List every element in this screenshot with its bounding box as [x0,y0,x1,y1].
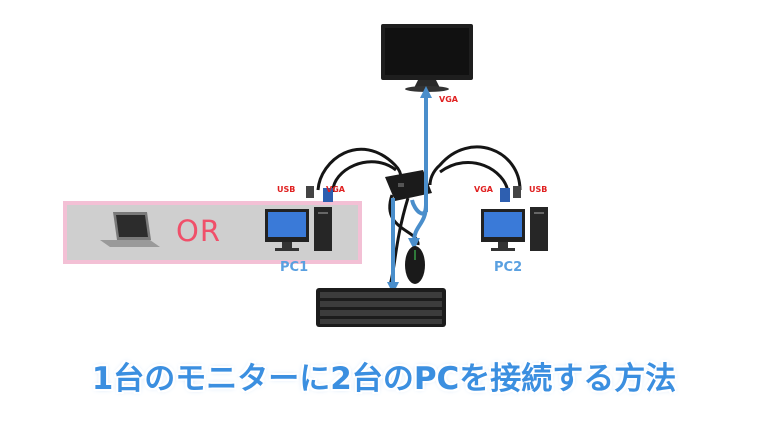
or-label: OR [176,214,221,248]
kvm-switch-icon [385,170,432,201]
connector-icons [306,186,521,202]
laptop-icon [100,212,160,247]
pc1-icon [265,207,332,251]
monitor-vga-label: VGA [439,95,458,104]
pc2-label: PC2 [494,260,523,275]
left-vga-label: VGA [326,185,345,194]
pc1-label: PC1 [280,260,309,275]
right-usb-label: USB [529,185,548,194]
left-usb-label: USB [277,185,296,194]
page-title: 1台のモニターに2台のPCを接続する方法 [91,361,677,397]
right-vga-label: VGA [474,185,493,194]
keyboard-icon [316,288,446,327]
mouse-icon [405,246,425,284]
pc2-icon [481,207,548,251]
signal-arrows [387,86,432,294]
monitor-icon [381,24,473,92]
